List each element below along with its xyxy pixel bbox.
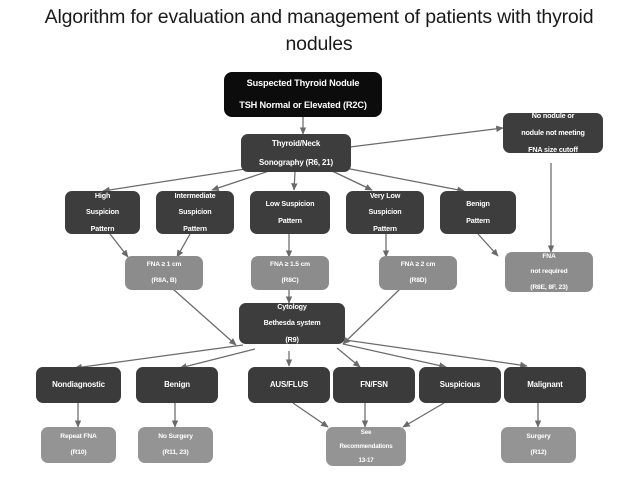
node-fna15-line1: FNA ≥ 1.5 cm [270,261,310,269]
node-cytology-line1: Cytology [277,301,307,311]
edge-sonography-high [102,166,259,194]
node-fna2-line1: FNA ≥ 2 cm [400,261,436,269]
node-intermediate-line1: Intermediate [174,190,216,200]
node-nonodule-line1: No nodule or [531,111,575,121]
edge-high-fna1 [109,233,129,258]
node-fna-not-required[interactable]: FNA not required (R8E, 8F, 23) [505,252,593,292]
node-repeatfna-line2: (R10) [70,448,87,456]
node-verylow-line1: Very Low [369,190,401,200]
node-no-nodule-or-not-meeting-cutoff[interactable]: No nodule or nodule not meeting FNA size… [503,111,603,154]
node-seerecs-line3: 13-17 [358,457,374,465]
node-benign-label: Benign [164,380,190,390]
node-fnanotreq-line1: FNA [542,252,556,260]
edge-sonography-intermediate [211,169,273,191]
node-nosurgery-line2: (R11, 23) [162,448,189,456]
node-benignpattern-line1: Benign [466,198,490,208]
edge-cytology-fnfsn [336,347,361,368]
node-low-suspicion-pattern[interactable]: Low Suspicion Pattern [250,191,330,234]
node-nosurgery-line1: No Surgery [158,433,193,441]
node-nonodule-line3: FNA size cutoff [528,144,578,154]
node-thyroid-neck-sonography[interactable]: Thyroid/Neck Sonography (R6, 21) [241,134,351,172]
page-title: Algorithm for evaluation and management … [44,6,594,55]
node-very-low-suspicion-pattern[interactable]: Very Low Suspicion Pattern [346,191,424,234]
node-fn-fsn[interactable]: FN/FSN [333,367,415,403]
edge-ausflus-seerecs [292,402,329,428]
node-surgery-line1: Surgery [526,433,551,441]
node-seerecs-line1: See [360,428,372,436]
node-root-line2: TSH Normal or Elevated (R2C) [239,99,367,110]
node-surgery[interactable]: Surgery (R12) [501,427,576,463]
node-suspicious[interactable]: Suspicious [419,367,501,403]
node-benign[interactable]: Benign [136,367,218,403]
node-nonodule-line2: nodule not meeting [521,127,585,137]
node-benignpattern-line2: Pattern [466,215,490,225]
node-nondiagnostic[interactable]: Nondiagnostic [36,367,121,403]
node-root-line1: Suspected Thyroid Nodule [246,78,360,89]
slide-title: Algorithm for evaluation and management … [0,4,638,58]
node-fnanotreq-line3: (R8E, 8F, 23) [530,283,568,291]
edge-suspicious-seerecs [402,402,445,428]
node-benign-pattern[interactable]: Benign Pattern [440,191,516,234]
node-sonography-line2: Sonography (R6, 21) [259,157,333,167]
edge-cytology-nondiagnostic [74,344,244,371]
node-suspicious-label: Suspicious [439,380,481,390]
node-fna1-line1: FNA ≥ 1 cm [146,261,182,269]
edge-cytology-suspicious [342,343,447,369]
node-fna-2cm[interactable]: FNA ≥ 2 cm (R8D) [379,256,457,290]
edge-fna1-cytology [172,288,237,346]
node-high-line1: High [94,190,111,200]
node-cytology-line3: (R9) [285,335,299,345]
node-fnfsn-label: FN/FSN [360,380,388,390]
node-verylow-line3: Pattern [373,224,397,234]
node-suspected-thyroid-nodule[interactable]: Suspected Thyroid Nodule TSH Normal or E… [224,72,382,117]
edge-intermediate-fna1 [176,233,191,258]
node-see-recommendations[interactable]: See Recommendations 13-17 [326,427,406,466]
edge-sonography-low [291,171,298,191]
node-cytology-line2: Bethesda system [263,318,321,328]
node-low-line2: Pattern [278,215,302,225]
node-low-line1: Low Suspicion [265,198,315,208]
node-high-line3: Pattern [90,224,115,234]
node-fna15-line2: (R8C) [281,276,299,284]
node-ausflus-label: AUS/FLUS [269,380,309,390]
node-surgery-line2: (R12) [530,448,547,456]
node-fna1-line2: (R8A, B) [151,276,177,284]
edge-sonography-nonodule [349,125,504,148]
node-sonography-line1: Thyroid/Neck [271,139,321,149]
node-fna-1cm[interactable]: FNA ≥ 1 cm (R8A, B) [125,256,203,290]
edge-cytology-malignant [344,339,528,369]
node-intermediate-line3: Pattern [183,224,207,234]
edge-benign-fnanotreq [477,233,499,257]
node-intermediate-line2: Suspicion [178,207,212,217]
node-high-suspicion-pattern[interactable]: High Suspicion Pattern [65,191,140,234]
edge-sonography-verylow [329,169,373,191]
node-fna2-line2: (R8D) [409,276,427,284]
node-repeatfna-line1: Repeat FNA [60,433,97,441]
node-verylow-line2: Suspicion [368,207,402,217]
node-no-surgery[interactable]: No Surgery (R11, 23) [138,427,213,463]
edge-sonography-benign [344,167,465,193]
node-high-line2: Suspicion [86,207,119,217]
node-aus-flus[interactable]: AUS/FLUS [248,367,330,403]
node-malignant-label: Malignant [527,380,563,390]
node-malignant[interactable]: Malignant [504,367,586,403]
node-intermediate-suspicion-pattern[interactable]: Intermediate Suspicion Pattern [156,191,234,234]
edge-cytology-benign [179,348,256,370]
node-cytology-bethesda-system[interactable]: Cytology Bethesda system (R9) [239,301,345,345]
node-fnanotreq-line2: not required [530,268,568,276]
node-nondiagnostic-label: Nondiagnostic [52,380,105,390]
edge-fna2-cytology [342,288,401,345]
node-seerecs-line2: Recommendations [339,442,393,450]
node-fna-1-5cm[interactable]: FNA ≥ 1.5 cm (R8C) [251,256,329,290]
node-repeat-fna[interactable]: Repeat FNA (R10) [41,427,116,463]
